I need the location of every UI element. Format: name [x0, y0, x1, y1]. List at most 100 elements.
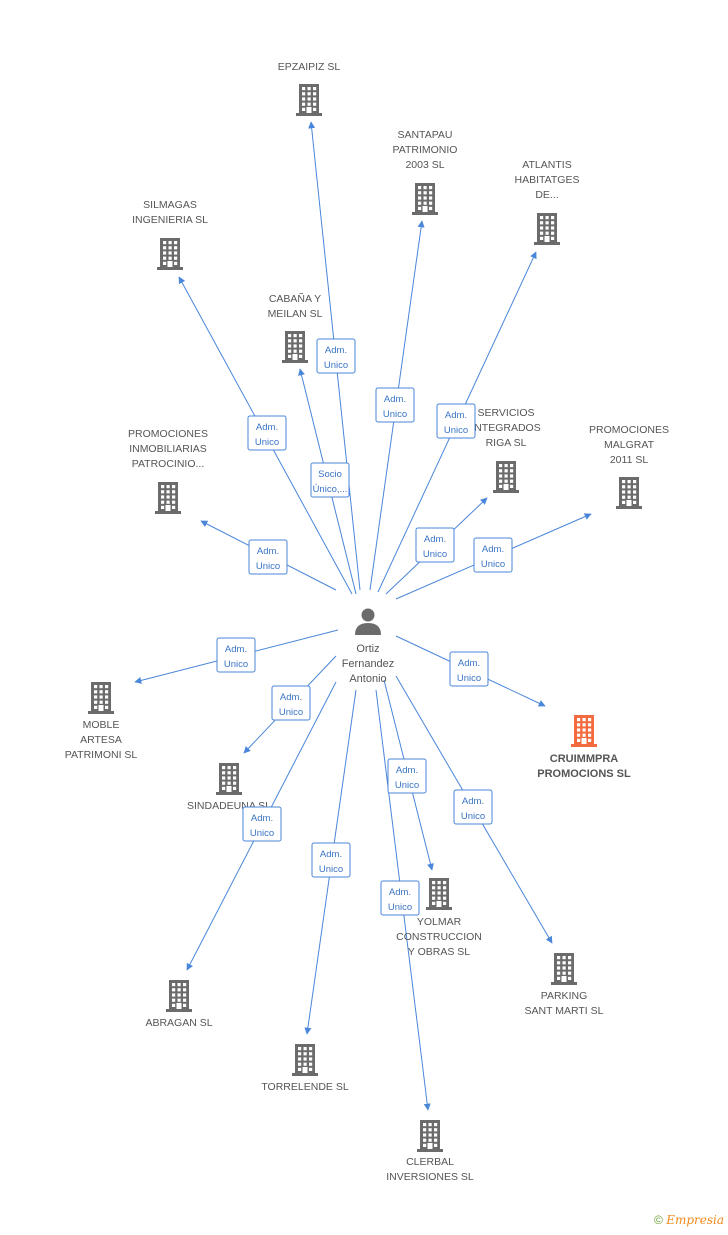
- edge-label-box[interactable]: [387, 758, 427, 794]
- edge-label-box[interactable]: [449, 651, 489, 687]
- edge-label-box[interactable]: [242, 806, 282, 842]
- company-label: CONSTRUCCION: [396, 931, 482, 943]
- company-label: EPZAIPIZ SL: [278, 61, 341, 73]
- edge-label-box[interactable]: [271, 685, 311, 721]
- person-name: Antonio: [349, 673, 386, 685]
- edge-label-text: Adm.: [482, 544, 504, 555]
- edge-label-text: Unico: [481, 559, 505, 570]
- company-label: CLERBAL: [406, 1156, 454, 1168]
- company-label: Y OBRAS SL: [408, 946, 470, 958]
- person-name: Fernandez: [342, 658, 395, 670]
- edge-label-torrelende[interactable]: Adm.Unico: [311, 842, 351, 878]
- edge-label-box[interactable]: [436, 403, 476, 439]
- building-icon: [155, 482, 181, 514]
- edge-label-epzaipiz[interactable]: Adm. Unico: [316, 338, 356, 374]
- edge-label-text: Adm.: [445, 410, 467, 421]
- edge-label-moble[interactable]: Adm. Unico: [216, 637, 256, 673]
- edge-label-text: Unico: [383, 409, 407, 420]
- edge-label-box[interactable]: [311, 842, 351, 878]
- edge-label-box[interactable]: [375, 387, 415, 423]
- edge-label-parking[interactable]: Adm.Unico: [453, 789, 493, 825]
- copyright-symbol: ©: [654, 1213, 663, 1227]
- edge-label-text: Adm.: [384, 394, 406, 405]
- building-icon: [216, 763, 242, 795]
- company-label: CRUIMMPRA: [550, 753, 618, 765]
- edge-label-text: Unico: [324, 360, 348, 371]
- company-label: SANT MARTI SL: [525, 1005, 604, 1017]
- company-node-sindadeuna[interactable]: SINDADEUNA SL: [187, 763, 271, 812]
- company-node-torrelende[interactable]: TORRELENDE SL: [261, 1044, 349, 1093]
- brand-logo[interactable]: Empresia: [666, 1213, 724, 1227]
- edge-label-sindadeuna[interactable]: Adm.Unico: [271, 685, 311, 721]
- company-label: INGENIERIA SL: [132, 214, 208, 226]
- company-label: SERVICIOS: [478, 407, 535, 419]
- company-label: PARKING: [541, 990, 587, 1002]
- edge-label-box[interactable]: [453, 789, 493, 825]
- edge-label-yolmar[interactable]: Adm.Unico: [387, 758, 427, 794]
- company-node-epzaipiz[interactable]: EPZAIPIZ SL: [278, 61, 341, 116]
- edge-label-cruimmpra[interactable]: Adm.Unico: [449, 651, 489, 687]
- building-icon: [412, 183, 438, 215]
- person-name: Ortiz: [356, 643, 379, 655]
- edge-label-text: Unico: [224, 659, 248, 670]
- company-label: INMOBILIARIAS: [129, 443, 207, 455]
- edge-label-promociones-malgrat[interactable]: Adm. Unico: [473, 537, 513, 573]
- edge-label-box[interactable]: [247, 415, 287, 451]
- edge-label-clerbal[interactable]: Adm.Unico: [380, 880, 420, 916]
- company-label: MALGRAT: [604, 439, 655, 451]
- edge-label-text: Adm.: [424, 534, 446, 545]
- company-label: MEILAN SL: [268, 308, 323, 320]
- edge-label-text: Adm.: [257, 546, 279, 557]
- company-node-atlantis[interactable]: ATLANTISHABITATGESDE...: [515, 159, 580, 245]
- company-label: ABRAGAN SL: [145, 1017, 212, 1029]
- company-node-silmagas[interactable]: SILMAGAS INGENIERIA SL: [132, 199, 208, 270]
- company-node-promociones-inmob[interactable]: PROMOCIONESINMOBILIARIASPATROCINIO...: [128, 428, 208, 514]
- edge-label-text: Adm.: [256, 422, 278, 433]
- company-node-parking[interactable]: PARKING SANT MARTI SL: [525, 953, 604, 1017]
- edge-label-text: Socio: [318, 469, 342, 480]
- company-label: PROMOCIONES: [589, 424, 669, 436]
- edge-label-abragan[interactable]: Adm.Unico: [242, 806, 282, 842]
- edge-label-text: Unico: [461, 811, 485, 822]
- edge-label-promociones-inmob[interactable]: Adm. Unico: [248, 539, 288, 575]
- company-label: 2003 SL: [405, 159, 444, 171]
- company-label: RIGA SL: [486, 437, 527, 449]
- edge-label-text: Adm.: [325, 345, 347, 356]
- edge-label-cabana[interactable]: SocioÚnico,...: [310, 462, 350, 498]
- edge-label-text: Unico: [444, 425, 468, 436]
- edge-label-box[interactable]: [415, 527, 455, 563]
- edge-label-box[interactable]: [216, 637, 256, 673]
- edge-label-atlantis[interactable]: Adm. Unico: [436, 403, 476, 439]
- building-icon: [292, 1044, 318, 1076]
- edge-label-text: Unico: [256, 561, 280, 572]
- edge-label-text: Unico: [395, 780, 419, 791]
- edge-label-box[interactable]: [248, 539, 288, 575]
- company-node-abragan[interactable]: ABRAGAN SL: [145, 980, 213, 1029]
- company-label: MOBLE: [83, 719, 120, 731]
- edge-label-box[interactable]: [380, 880, 420, 916]
- edge-label-text: Adm.: [225, 644, 247, 655]
- edge-label-santapau[interactable]: Adm. Unico: [375, 387, 415, 423]
- edge-label-box[interactable]: [310, 462, 350, 498]
- company-label: SILMAGAS: [143, 199, 197, 211]
- edge-label-text: Adm.: [280, 692, 302, 703]
- edge-label-silmagas[interactable]: Adm.Unico: [247, 415, 287, 451]
- company-label: PATROCINIO...: [132, 458, 205, 470]
- building-icon: [426, 878, 452, 910]
- company-label: ATLANTIS: [522, 159, 571, 171]
- building-icon: [166, 980, 192, 1012]
- edge-label-servicios[interactable]: Adm.Unico: [415, 527, 455, 563]
- edge-label-box[interactable]: [473, 537, 513, 573]
- edge-label-box[interactable]: [316, 338, 356, 374]
- edge-label-text: Unico: [457, 673, 481, 684]
